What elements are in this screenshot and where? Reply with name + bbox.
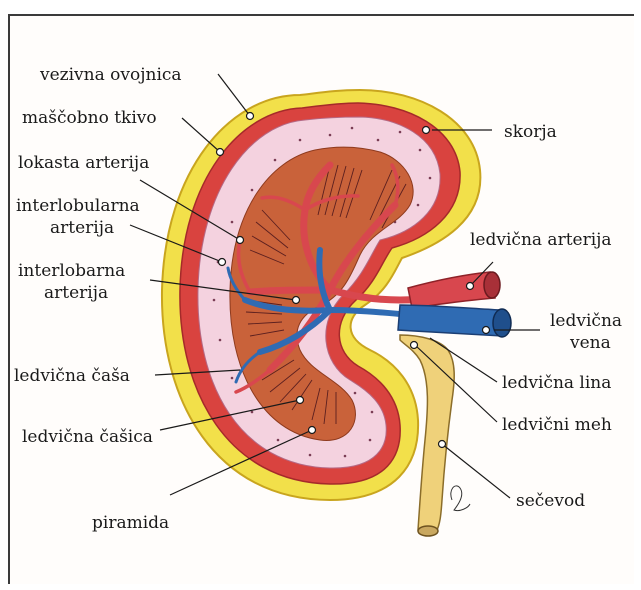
label-ledvicna-vena-line2: vena <box>569 333 611 353</box>
label-ledvicna-casa: ledvična čaša <box>14 366 130 386</box>
label-ledvicna-vena-line1: ledvična <box>550 311 622 331</box>
ureter-end <box>418 526 438 536</box>
renal-artery-end <box>484 272 500 298</box>
label-interlobarna-line2: arterija <box>44 283 108 303</box>
label-ledvicna-arterija: ledvična arterija <box>470 230 612 250</box>
label-mascobno-tkivo: maščobno tkivo <box>22 108 157 128</box>
artist-mark <box>451 486 470 511</box>
label-interlobularna-line1: interlobularna <box>16 196 140 216</box>
label-vezivna-ovojnica: vezivna ovojnica <box>39 65 182 85</box>
label-ledvicni-meh: ledvični meh <box>502 415 612 435</box>
label-skorja: skorja <box>504 122 557 142</box>
renal-vein-end <box>493 309 511 337</box>
label-secevod: sečevod <box>516 491 585 511</box>
label-ledvicna-casica: ledvična čašica <box>22 427 153 447</box>
label-lokasta-arterija: lokasta arterija <box>18 153 149 173</box>
label-interlobularna-line2: arterija <box>50 218 114 238</box>
renal-artery <box>408 272 495 308</box>
label-interlobarna-line1: interlobarna <box>18 261 125 281</box>
label-ledvicna-lina: ledvična lina <box>502 373 611 393</box>
label-piramida: piramida <box>92 513 169 533</box>
